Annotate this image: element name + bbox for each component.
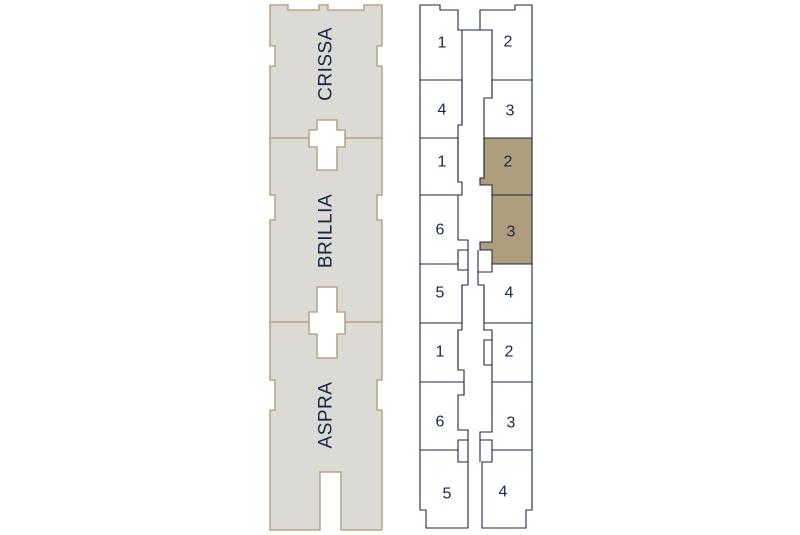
unit-row5-right[interactable]	[477, 263, 533, 324]
unit-row6-right[interactable]	[483, 322, 533, 383]
unit-row3-left[interactable]	[419, 137, 463, 196]
unit-row2-right[interactable]	[483, 79, 533, 139]
unit-row8-right[interactable]	[481, 449, 533, 529]
unit-row6-left[interactable]	[419, 322, 465, 383]
unit-row5-left[interactable]	[419, 263, 469, 324]
building-crissa[interactable]	[269, 4, 383, 139]
building-brillia[interactable]	[269, 137, 383, 323]
unit-row8-left[interactable]	[419, 449, 469, 529]
unit-row4-right[interactable]	[479, 194, 533, 265]
building-aspra[interactable]	[269, 321, 383, 531]
corridor-outline	[457, 29, 493, 462]
unit-row3-right[interactable]	[479, 137, 533, 196]
unit-row2-left[interactable]	[419, 79, 463, 139]
unit-row7-right[interactable]	[479, 381, 533, 451]
building-selector: CRISSA BRILLIA ASPRA	[269, 4, 383, 531]
central-core	[458, 30, 490, 528]
unit-row1-left[interactable]	[419, 4, 463, 81]
floor-plan: 1 2 4 3 1 2 6 3 5 4 1 2 6 3	[419, 4, 533, 529]
